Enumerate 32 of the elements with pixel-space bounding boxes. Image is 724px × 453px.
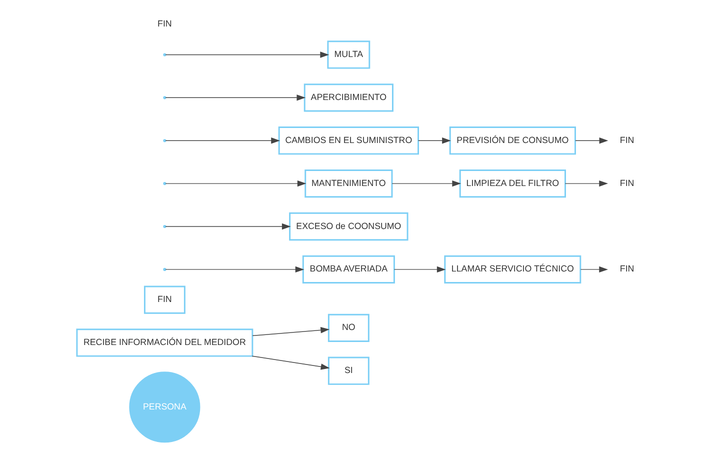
arrow (165, 52, 330, 58)
arrow (165, 180, 306, 187)
node-box: NO (328, 314, 370, 342)
arrow (392, 180, 462, 187)
node-text: FIN (620, 178, 634, 188)
arrow (252, 327, 330, 336)
node-box: LIMPIEZA DEL FILTRO (459, 170, 566, 198)
node-box: CAMBIOS EN EL SUMINISTRO (278, 126, 419, 155)
arrow (394, 266, 446, 273)
node-text: FIN (620, 134, 634, 145)
node-circle: PERSONA (129, 372, 200, 443)
node-box: FIN (144, 286, 186, 314)
node-box: PREVISIÓN DE CONSUMO (449, 126, 576, 155)
node-box: RECIBE INFORMACIÓN DEL MEDIDOR (76, 328, 254, 357)
arrow (575, 138, 608, 144)
node-box: MANTENIMIENTO (304, 170, 393, 198)
arrow (165, 223, 291, 230)
arrow (418, 138, 451, 144)
arrow (580, 266, 608, 273)
arrow (165, 266, 304, 273)
node-box: BOMBA AVERIADA (302, 255, 395, 284)
arrow (165, 138, 280, 144)
node-box: MULTA (327, 40, 370, 69)
node-box: LLAMAR SERVICIO TÉCNICO (444, 255, 582, 284)
arrow (252, 356, 330, 370)
node-box: EXCESO de COONSUMO (289, 212, 408, 241)
node-text: FIN (620, 264, 634, 274)
node-box: SI (328, 356, 370, 385)
arrow (165, 94, 306, 101)
node-box: APERCIBIMIENTO (304, 84, 394, 112)
arrow (564, 180, 608, 187)
label: FIN (158, 18, 172, 29)
